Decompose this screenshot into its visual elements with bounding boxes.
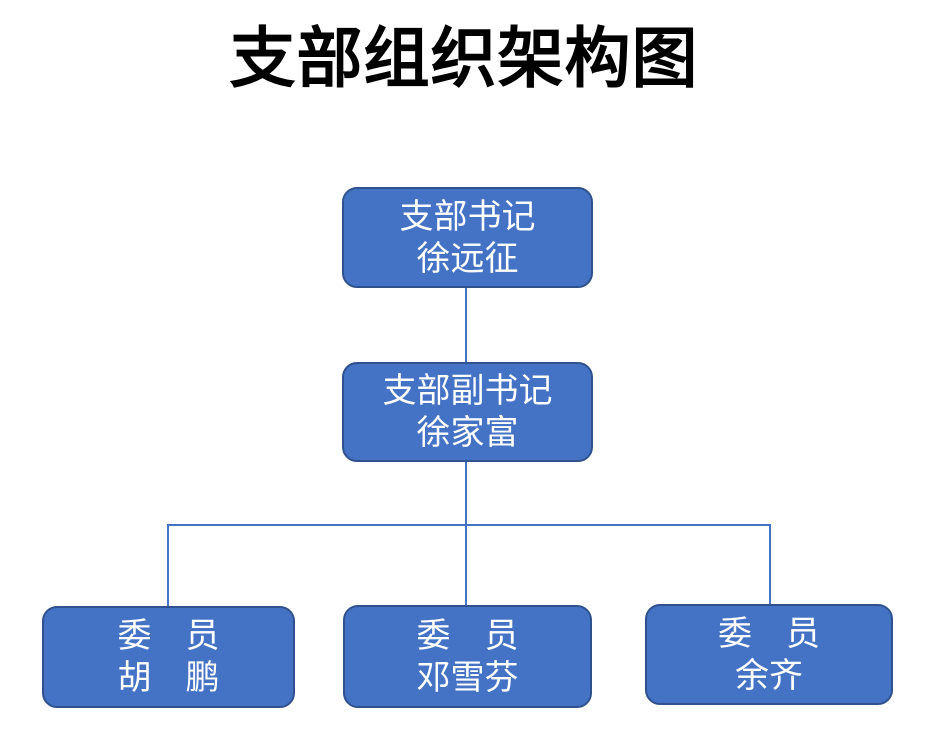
connector-rail-to-member-1	[167, 524, 169, 606]
node-deputy-secretary: 支部副书记 徐家富	[342, 362, 593, 462]
node-branch-secretary: 支部书记 徐远征	[342, 187, 593, 288]
connector-deputy-to-rail	[465, 462, 467, 524]
page-title: 支部组织架构图	[229, 19, 699, 97]
node-committee-member-1: 委 员 胡 鹏	[42, 606, 295, 708]
node-person-name: 胡 鹏	[117, 658, 220, 698]
node-role-label: 支部书记	[399, 196, 536, 237]
connector-horizontal-rail	[167, 524, 771, 526]
node-person-name: 徐家富	[416, 413, 519, 453]
node-role-label: 委 员	[718, 613, 820, 654]
node-role-label: 支部副书记	[382, 371, 553, 411]
connector-rail-to-member-3	[769, 524, 771, 604]
connector-rail-to-member-2	[465, 524, 467, 605]
node-committee-member-2: 委 员 邓雪芬	[343, 605, 592, 708]
node-role-label: 委 员	[416, 615, 519, 656]
node-person-name: 邓雪芬	[416, 657, 519, 698]
node-role-label: 委 员	[117, 616, 220, 656]
connector-secretary-to-deputy	[465, 288, 467, 362]
node-committee-member-3: 委 员 余齐	[645, 604, 893, 705]
node-person-name: 余齐	[735, 655, 803, 696]
node-person-name: 徐远征	[416, 238, 519, 279]
